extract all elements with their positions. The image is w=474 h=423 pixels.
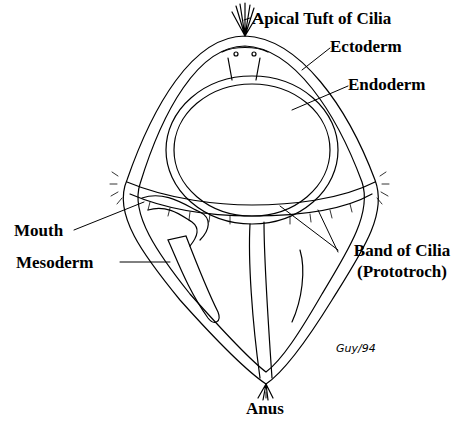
part-label: Mouth — [14, 220, 94, 241]
intestine — [249, 222, 272, 378]
part-label: Anus — [246, 398, 306, 419]
apical-eye — [252, 52, 256, 56]
leader-lines — [74, 18, 348, 398]
mesoderm — [168, 236, 219, 322]
signature: Guy/94 — [336, 342, 396, 355]
part-label: Mesoderm — [16, 252, 126, 273]
part-label: Apical Tuft of Cilia — [252, 8, 452, 29]
apical-eye — [234, 52, 238, 56]
part-label: Endoderm — [348, 74, 468, 95]
part-label: Ectoderm — [330, 36, 450, 57]
ectoderm-outer — [123, 36, 378, 384]
stomach-endoderm — [166, 76, 338, 224]
part-label: Band of Cilia (Prototroch) — [336, 240, 468, 282]
prototroch-cilia — [110, 172, 389, 224]
mesoderm-right — [292, 250, 303, 322]
prototroch-band — [127, 182, 375, 216]
apical-plate — [222, 48, 268, 81]
